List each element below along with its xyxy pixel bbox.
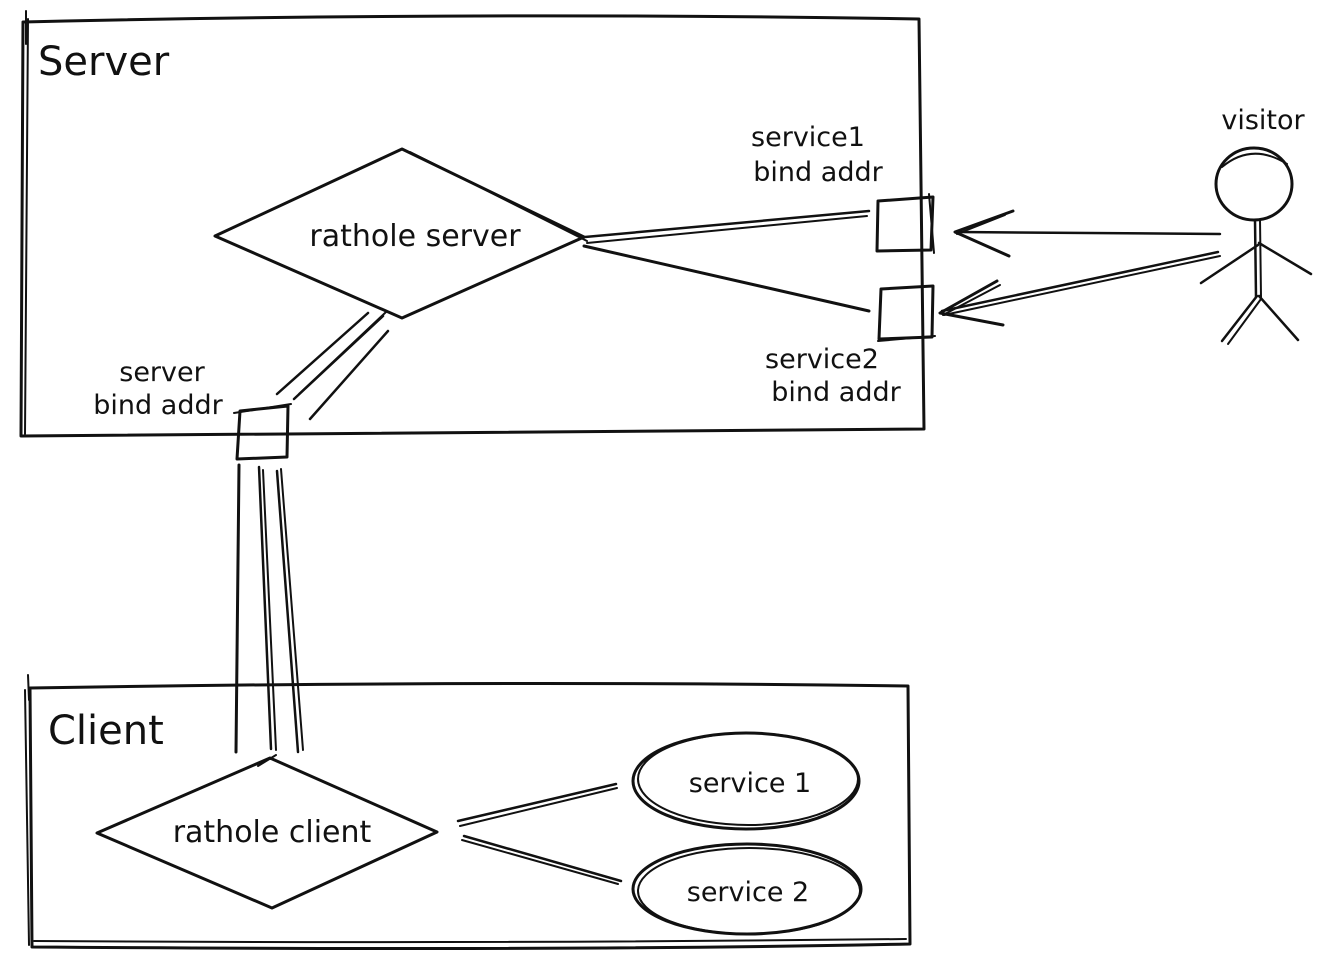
tunnel-vertical-stroke-2	[257, 465, 273, 751]
server-to-bind-addr-tunnel-lines	[275, 311, 390, 421]
service1-bind-addr-port	[875, 195, 935, 253]
service2-bind-addr-label-line1: service2	[765, 344, 879, 375]
arrow2-shaft-overdraw	[943, 255, 1221, 316]
client-box-corner-overdraw	[27, 674, 30, 701]
tunnel-vertical-stroke-1	[234, 463, 241, 754]
service2-bind-addr-port	[877, 284, 935, 341]
client-box-left-overdraw	[24, 689, 30, 946]
rathole-client-node	[95, 756, 439, 910]
visitor-arm-left	[1199, 243, 1260, 285]
service2-label: service 2	[687, 877, 809, 908]
tunnel-vertical-stroke-2b	[262, 469, 277, 751]
server-bind-addr-label-line2: bind addr	[93, 390, 223, 421]
server-bind-addr-label-line1: server	[119, 357, 205, 388]
visitor-leg-left	[1220, 294, 1259, 343]
arrow1-head-overdraw	[956, 214, 1006, 235]
server-port-overdraw	[233, 403, 292, 414]
visitor-head-overdraw	[1221, 152, 1288, 168]
rathole-server-node	[213, 147, 586, 320]
client-box-bottom-overdraw	[33, 938, 907, 944]
arrow1-shaft	[956, 230, 1222, 236]
visitor-to-service2-arrow	[938, 250, 1221, 327]
service1-bind-addr-label-line1: service1	[751, 122, 865, 153]
rathole-client-vertex-overdraw	[257, 754, 277, 767]
service1-port-overdraw	[928, 193, 935, 254]
visitor-leg-right	[1257, 294, 1300, 342]
arrow1-head	[953, 209, 1015, 258]
service2-bind-addr-label-line2: bind addr	[771, 377, 901, 408]
server-group: Server rathole server service1 bind addr…	[19, 10, 936, 461]
visitor-leg-left-overdraw	[1227, 298, 1262, 345]
bind-addr-to-client-tunnel-lines	[234, 463, 304, 754]
client-to-service2-line-overdraw	[461, 839, 619, 885]
server-box-label: Server	[38, 39, 170, 85]
rathole-server-edge-overdraw	[409, 151, 588, 242]
visitor-figure: visitor	[1199, 105, 1313, 345]
visitor-head	[1214, 146, 1294, 222]
arrow2-head-overdraw	[942, 284, 1001, 316]
rathole-server-label: rathole server	[309, 219, 521, 254]
client-to-service1-line	[456, 782, 618, 823]
service1-label: service 1	[689, 768, 811, 799]
tunnel-upper-stroke-1	[275, 311, 370, 396]
visitor-body-overdraw	[1259, 219, 1262, 298]
visitor-label: visitor	[1221, 105, 1305, 136]
service1-node-overdraw	[637, 732, 859, 826]
visitor-to-service1-arrow	[953, 209, 1222, 258]
tunnel-vertical-stroke-3	[275, 469, 300, 754]
server-to-service1-line	[583, 209, 871, 239]
client-to-service2-line	[462, 834, 623, 883]
service1-bind-addr-label-line2: bind addr	[753, 157, 883, 188]
server-to-service2-line	[582, 244, 871, 313]
arrow2-shaft	[940, 250, 1220, 313]
visitor-arm-right	[1257, 241, 1313, 276]
client-box-label: Client	[48, 708, 164, 754]
server-to-service1-line-overdraw	[586, 215, 868, 244]
tunnel-upper-stroke-2b	[298, 311, 387, 395]
visitor-body	[1253, 218, 1258, 299]
tunnel-upper-stroke-3	[308, 329, 390, 421]
rathole-client-label: rathole client	[173, 815, 372, 850]
client-to-service1-line-overdraw	[459, 787, 618, 827]
arrow2-head	[938, 279, 1005, 327]
server-box-left-overdraw	[24, 18, 29, 435]
tunnel-vertical-stroke-3b	[280, 468, 304, 751]
client-group: Client rathole client service 1 service …	[24, 674, 912, 951]
service2-port-overdraw	[877, 335, 936, 342]
service2-node-overdraw	[637, 847, 861, 935]
client-box	[28, 682, 912, 951]
